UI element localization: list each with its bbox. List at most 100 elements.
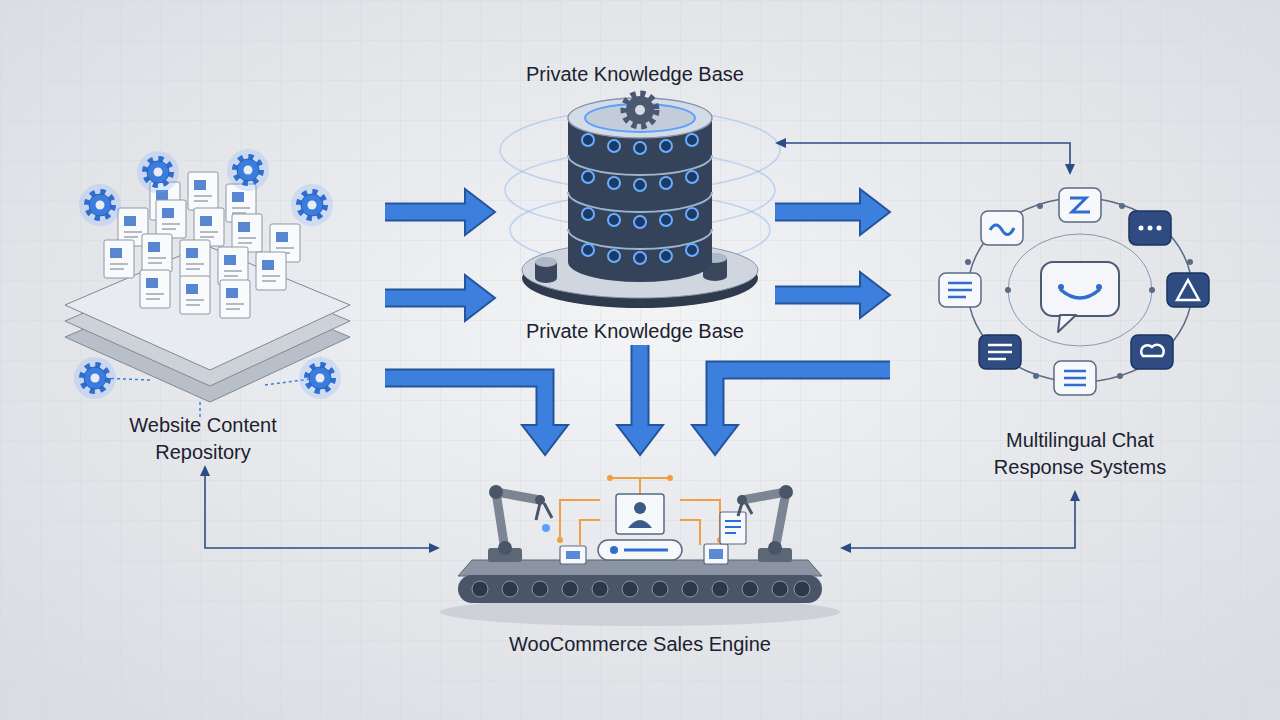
arrow-head bbox=[200, 465, 210, 476]
chat-illustration-part-part bbox=[1149, 287, 1155, 293]
flow-arrow bbox=[775, 272, 890, 318]
chat-illustration-part-part bbox=[965, 259, 971, 265]
repository-illustration-part bbox=[291, 184, 333, 226]
conveyor-illustration-part bbox=[557, 475, 723, 543]
arrow-head bbox=[840, 543, 851, 553]
database-illustration-part-part bbox=[582, 244, 594, 256]
database-illustration-part-part bbox=[660, 250, 672, 262]
chat-illustration-part bbox=[948, 283, 972, 297]
arrow-shaft bbox=[775, 288, 866, 303]
database-illustration-part bbox=[535, 257, 557, 267]
conveyor-illustration-part-part bbox=[557, 537, 563, 543]
conveyor-illustration-part-part bbox=[794, 581, 810, 597]
robot-arm-part bbox=[779, 485, 793, 499]
arrow-shaft bbox=[784, 143, 1070, 166]
flow-arrow bbox=[385, 189, 495, 235]
arrow-outline bbox=[385, 378, 545, 431]
chat-illustration-part bbox=[1131, 335, 1173, 369]
chat-illustration-part bbox=[965, 203, 1193, 379]
arrow-shaft bbox=[205, 474, 431, 548]
chat-illustration-part-part bbox=[948, 296, 966, 299]
conveyor-illustration-part-part bbox=[725, 532, 736, 534]
repository-illustration-part bbox=[232, 214, 262, 252]
arrow-shaft bbox=[633, 345, 648, 431]
arrow-head bbox=[1070, 490, 1080, 501]
chat-illustration-part bbox=[1059, 188, 1101, 222]
chat-illustration-part bbox=[988, 345, 1012, 359]
conveyor-illustration-part-part bbox=[680, 520, 700, 545]
conveyor-illustration-part bbox=[628, 520, 652, 528]
repository-illustration-part bbox=[142, 234, 172, 272]
diagram-node: Multilingual Chat Response Systems bbox=[890, 175, 1240, 490]
arrow-shaft bbox=[775, 205, 866, 220]
robot-arm-part bbox=[489, 485, 503, 499]
conveyor-illustration-part-part bbox=[725, 520, 741, 522]
database-illustration-part bbox=[535, 273, 557, 283]
flow-arrow bbox=[617, 345, 663, 455]
conveyor-illustration-part bbox=[472, 581, 810, 597]
conveyor-illustration-part bbox=[704, 544, 728, 564]
database-illustration-part-part bbox=[608, 177, 620, 189]
chat-illustration bbox=[939, 188, 1209, 395]
arrow-outline bbox=[775, 286, 866, 305]
arrow-outline bbox=[631, 345, 650, 431]
conveyor-illustration-part bbox=[458, 575, 822, 603]
flow-arrow bbox=[692, 370, 890, 455]
conveyor-illustration-part bbox=[560, 546, 586, 564]
chat-illustration-part-part bbox=[1119, 203, 1125, 209]
chat-illustration-part-part bbox=[948, 289, 972, 292]
database-illustration bbox=[500, 94, 780, 308]
conveyor-illustration-part-part bbox=[652, 581, 668, 597]
database-illustration-part-part bbox=[634, 252, 646, 264]
conveyor-illustration-part-part bbox=[562, 581, 578, 597]
arrow-head bbox=[775, 138, 786, 148]
link-arrow bbox=[840, 490, 1080, 553]
robot-arm-part bbox=[496, 492, 540, 550]
arrow-shaft bbox=[385, 378, 545, 431]
repository-illustration-part bbox=[100, 378, 318, 420]
repository-illustration-part bbox=[256, 252, 286, 290]
conveyor-illustration-part-part bbox=[472, 581, 488, 597]
chat-illustration-part-part bbox=[988, 344, 1012, 347]
database-illustration-part-part bbox=[582, 134, 594, 146]
database-illustration-part bbox=[703, 271, 727, 281]
conveyor-illustration-part bbox=[720, 512, 746, 544]
database-illustration-part-part bbox=[634, 179, 646, 191]
repository-illustration-part bbox=[227, 149, 269, 191]
database-illustration-part-part bbox=[608, 140, 620, 152]
robot-arm-part bbox=[768, 541, 782, 555]
diagram-node: Private Knowledge BasePrivate Knowledge … bbox=[495, 55, 775, 345]
database-illustration-part bbox=[582, 134, 698, 264]
conveyor-illustration-part-part bbox=[772, 581, 788, 597]
database-illustration-part bbox=[568, 118, 712, 262]
conveyor-illustration-part bbox=[560, 478, 720, 545]
chat-illustration-part-part bbox=[1033, 373, 1039, 379]
flow-arrow bbox=[385, 378, 568, 455]
robot-arm-part bbox=[542, 524, 550, 532]
chat-illustration-part bbox=[1096, 284, 1102, 290]
conveyor-illustration-part-part bbox=[592, 581, 608, 597]
conveyor-illustration-part-part bbox=[682, 581, 698, 597]
database-illustration-part-part bbox=[608, 250, 620, 262]
conveyor-illustration-part-part bbox=[610, 478, 640, 495]
conveyor-illustration-part bbox=[709, 549, 723, 559]
arrow-shaft bbox=[385, 291, 471, 306]
repository-illustration-part bbox=[180, 240, 210, 278]
database-illustration-part-part bbox=[634, 216, 646, 228]
conveyor-illustration bbox=[440, 475, 840, 626]
conveyor-illustration-part bbox=[624, 549, 668, 552]
chat-illustration-part bbox=[939, 273, 981, 307]
conveyor-illustration-part-part bbox=[640, 477, 670, 479]
conveyor-illustration-part bbox=[616, 494, 664, 534]
repository-illustration-part bbox=[137, 151, 179, 193]
database-illustration-part bbox=[626, 96, 654, 124]
conveyor-illustration-part bbox=[458, 560, 822, 576]
conveyor-illustration-part-part bbox=[607, 475, 613, 481]
chat-illustration-part-part bbox=[988, 351, 1012, 354]
database-illustration-part-part bbox=[660, 140, 672, 152]
database-illustration-part-part bbox=[582, 208, 594, 220]
robot-arm-part bbox=[738, 503, 752, 516]
